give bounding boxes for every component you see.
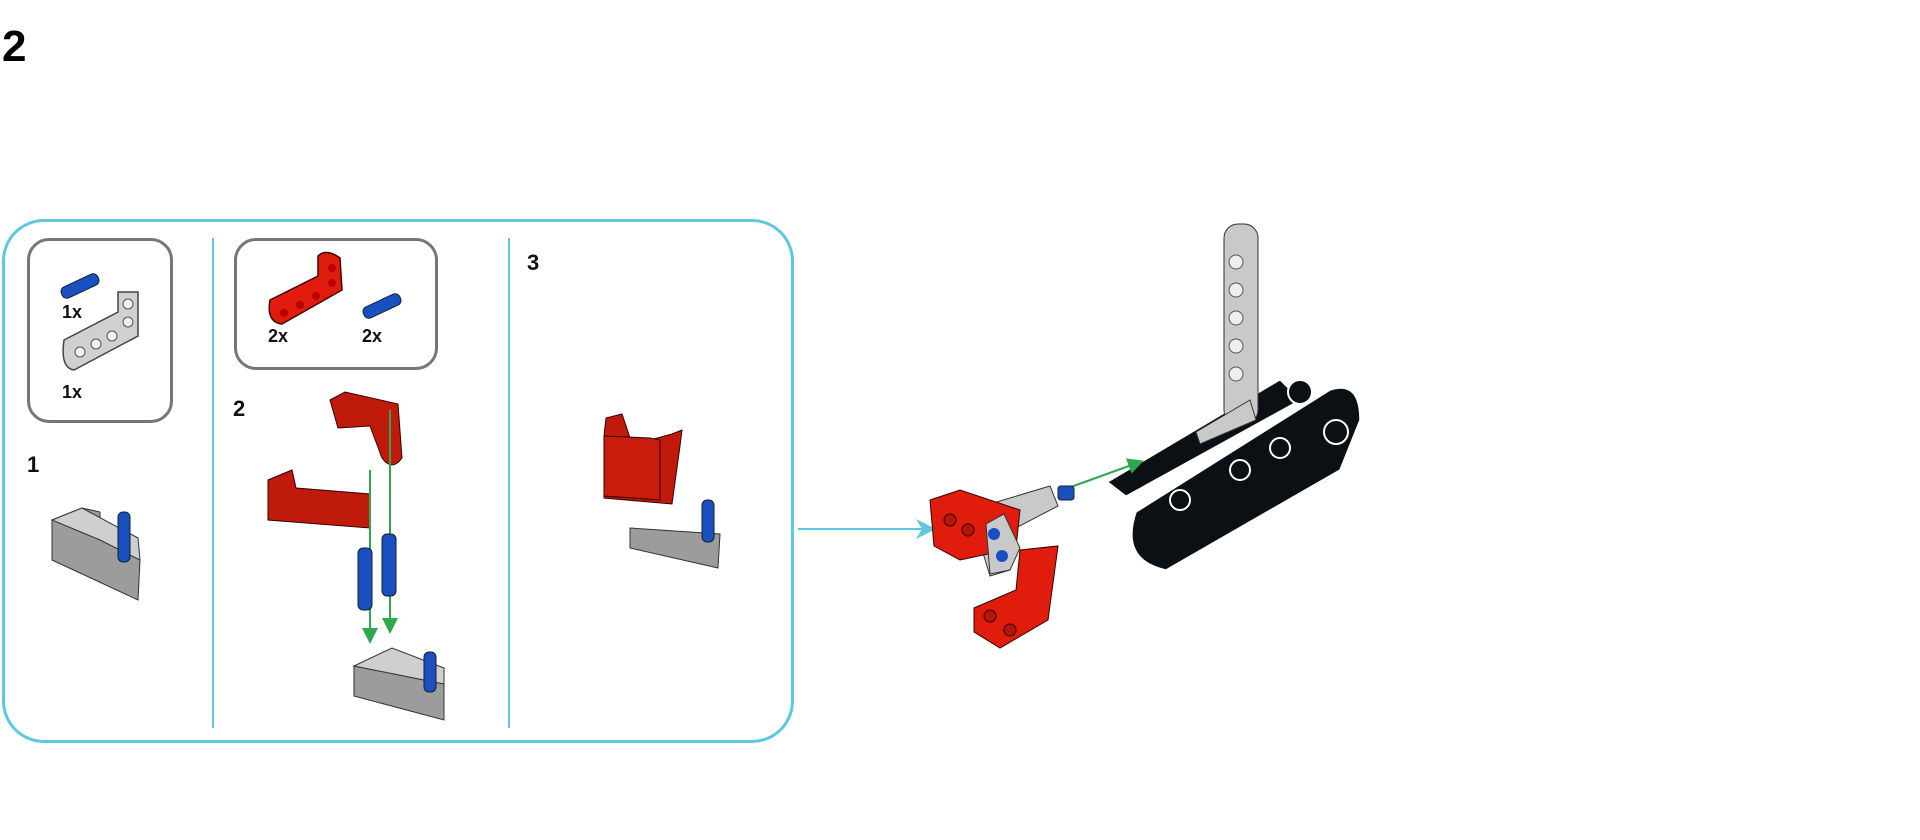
main-assembly-model (929, 223, 1361, 649)
step-number: 2 (233, 396, 246, 421)
page-number: 2 (2, 22, 27, 71)
parts-callout-step-1 (27, 238, 173, 423)
parts-callout-step-2 (234, 238, 438, 370)
submodel-panel (2, 219, 794, 743)
step-divider (212, 238, 214, 728)
step-1-model (50, 507, 141, 601)
part-quantity: 2x (362, 326, 383, 346)
part-quantity: 1x (62, 302, 83, 322)
gray-l-beam-icon (62, 291, 139, 371)
step-number: 1 (27, 452, 40, 477)
step-3-model (603, 413, 721, 569)
step-2-model (267, 391, 445, 721)
blue-pin-icon (362, 293, 402, 319)
red-l-beam-icon (268, 251, 343, 325)
step-divider (508, 238, 510, 728)
part-quantity: 1x (62, 382, 83, 402)
part-quantity: 2x (268, 326, 289, 346)
step-number: 3 (527, 250, 540, 275)
blue-pin-icon (60, 273, 100, 299)
